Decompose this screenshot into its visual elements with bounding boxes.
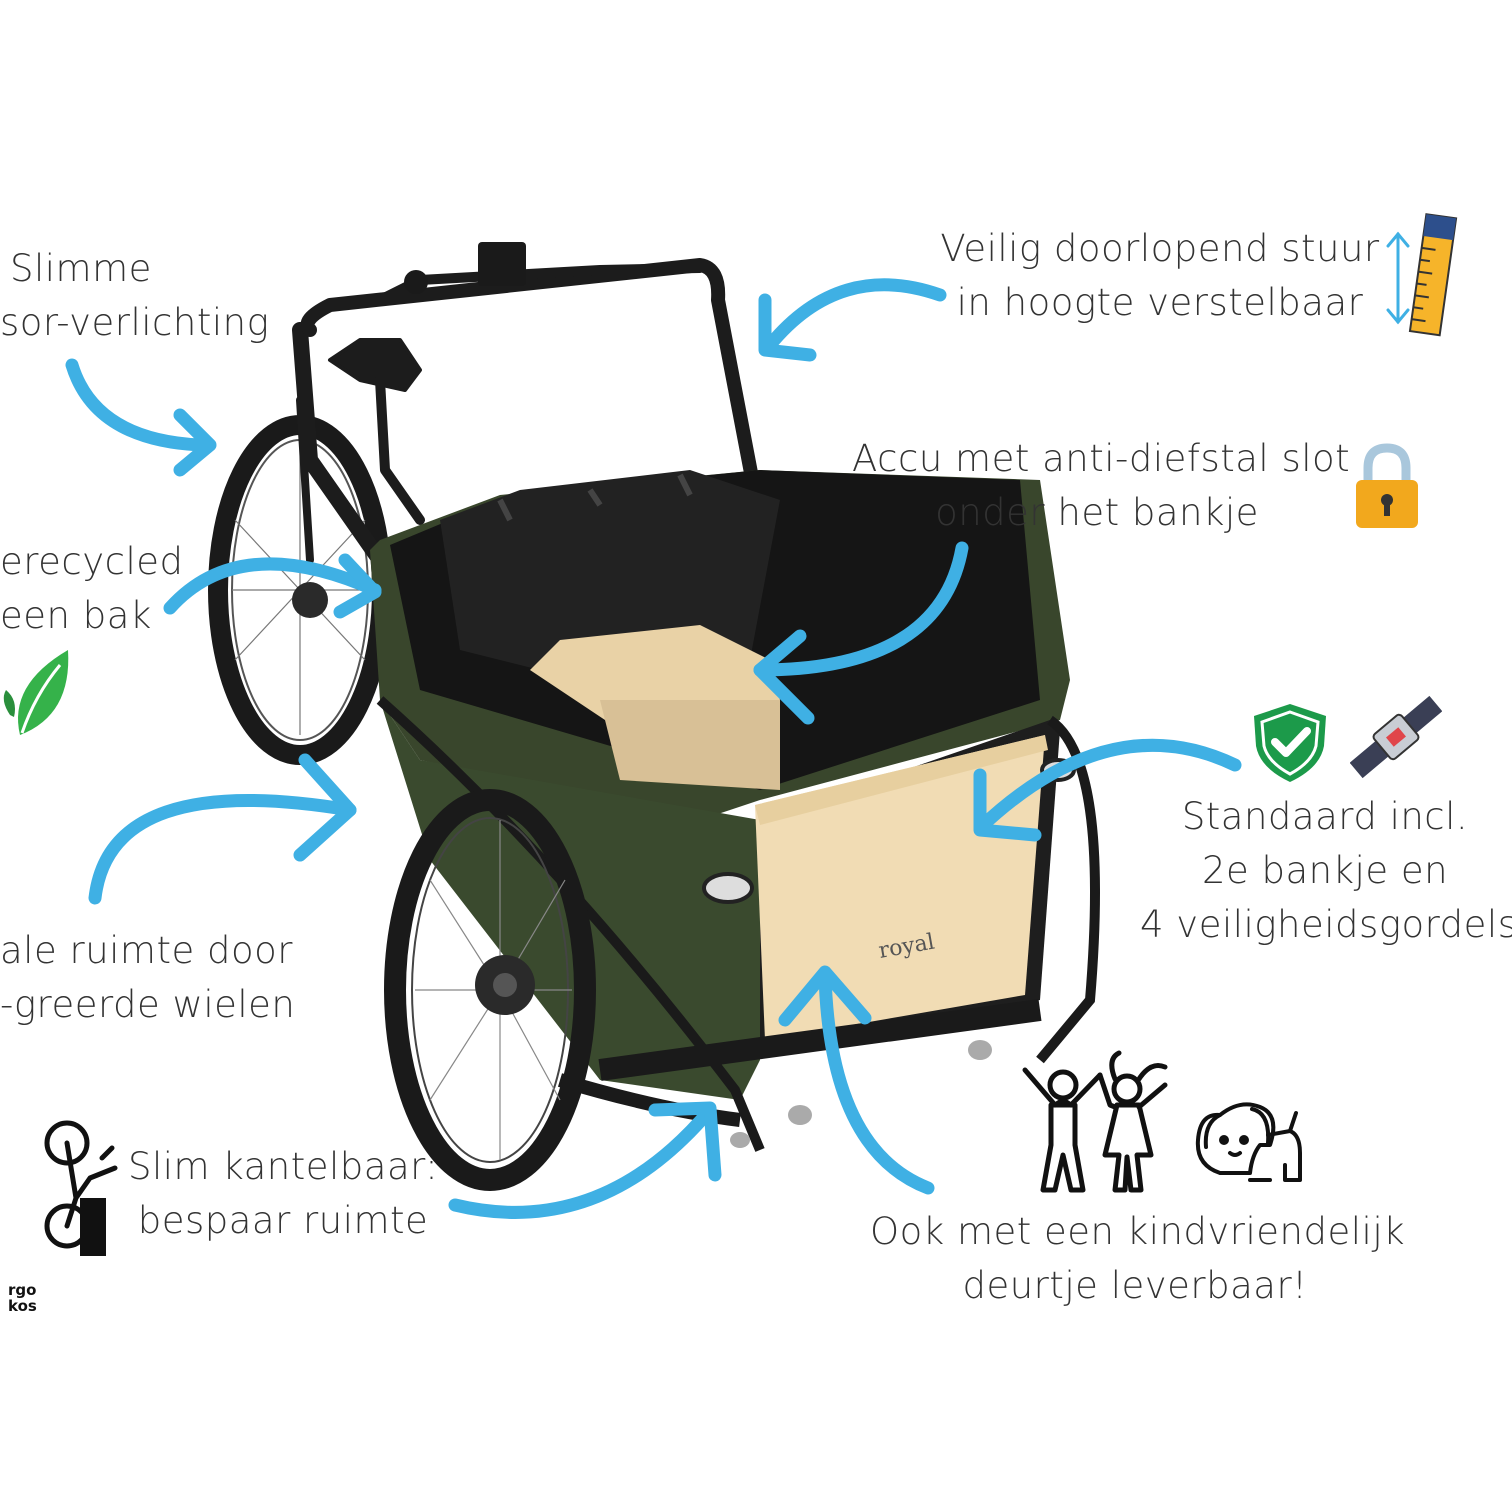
space-line-1: ale ruimte door bbox=[0, 929, 293, 972]
shield-check-icon bbox=[1254, 704, 1326, 782]
standard-line-1: Standaard incl. bbox=[1181, 795, 1469, 838]
feature-door-label: Ook met een kindvriendelijk deurtje leve… bbox=[870, 1205, 1406, 1313]
feature-battery-label: Accu met anti-diefstal slot onder het ba… bbox=[852, 432, 1351, 540]
feature-lighting-label: Slimme sor-verlichting bbox=[0, 242, 269, 350]
door-line-2: deurtje leverbaar! bbox=[962, 1264, 1308, 1307]
logo-line-2: kos bbox=[8, 1297, 37, 1315]
cargo-box bbox=[370, 470, 1100, 1152]
standard-line-2: 2e bankje en bbox=[1201, 849, 1449, 892]
feature-recycled-label: erecycled een bak bbox=[0, 535, 184, 643]
feature-space-label: ale ruimte door -greerde wielen bbox=[0, 924, 295, 1032]
kids-icon bbox=[1022, 1050, 1168, 1193]
front-wood-panel bbox=[755, 735, 1045, 1040]
space-line-2: -greerde wielen bbox=[0, 983, 296, 1026]
lighting-line-2: sor-verlichting bbox=[0, 301, 270, 344]
logo-line-1: rgo bbox=[8, 1281, 37, 1299]
dog-icon bbox=[1195, 1102, 1302, 1182]
lock-icon bbox=[1356, 443, 1418, 528]
recycled-line-2: een bak bbox=[0, 594, 152, 637]
brand-logo: rgo kos bbox=[0, 1282, 37, 1314]
tilt-line-2: bespaar ruimte bbox=[137, 1199, 429, 1242]
battery-line-1: Accu met anti-diefstal slot bbox=[852, 437, 1351, 480]
feature-tilt-label: Slim kantelbaar: bespaar ruimte bbox=[128, 1140, 438, 1248]
bell bbox=[404, 270, 428, 294]
battery-line-2: onder het bankje bbox=[935, 491, 1259, 534]
steering-line-2: in hoogte verstelbaar bbox=[956, 281, 1364, 324]
recycled-line-1: erecycled bbox=[0, 540, 184, 583]
rear-wheel bbox=[208, 415, 392, 765]
feature-standard-label: Standaard incl. 2e bankje en 4 veilighei… bbox=[1140, 790, 1512, 952]
door-line-1: Ook met een kindvriendelijk bbox=[870, 1210, 1406, 1253]
ruler-icon bbox=[1386, 213, 1458, 337]
tilt-line-1: Slim kantelbaar: bbox=[128, 1145, 439, 1188]
display-screen bbox=[478, 242, 526, 286]
lighting-line-1: Slimme bbox=[10, 247, 152, 290]
tilt-bike-icon bbox=[44, 1120, 118, 1256]
steering-line-1: Veilig doorlopend stuur bbox=[940, 227, 1380, 270]
seatbelt-icon bbox=[1350, 695, 1442, 779]
leaf-icon bbox=[3, 650, 69, 735]
feature-steering-label: Veilig doorlopend stuur in hoogte verste… bbox=[940, 222, 1380, 330]
standard-line-3: 4 veiligheidsgordels bbox=[1140, 903, 1512, 946]
